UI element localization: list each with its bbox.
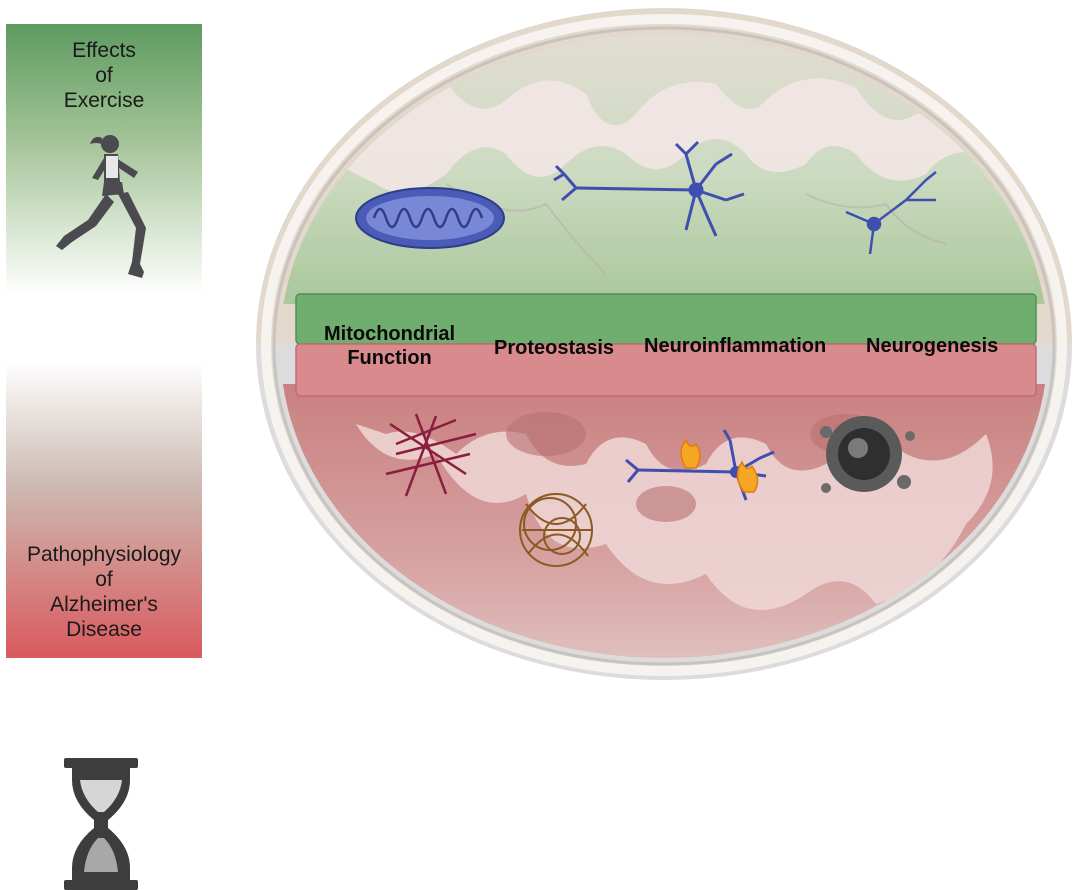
band-bottom xyxy=(295,343,1037,397)
new-neuron-icon xyxy=(845,171,937,255)
alzheimers-label-line-4: Disease xyxy=(66,618,142,641)
exercise-label-line-3: Exercise xyxy=(63,89,145,112)
neuron-icon xyxy=(553,140,745,237)
dead-cell-icon xyxy=(820,416,915,493)
alzheimers-label-line-1: Pathophysiology xyxy=(26,543,182,566)
alzheimers-panel-label: Pathophysiology of Alzheimer's Disease xyxy=(6,542,202,642)
exercise-label-line-1: Effects xyxy=(72,39,136,62)
tau-tangles-icon xyxy=(519,493,593,567)
amyloid-fibrils-icon xyxy=(385,413,477,497)
band-label-proteostasis: Proteostasis xyxy=(494,337,615,359)
band-label-neurogenesis: Neurogenesis xyxy=(866,335,999,357)
band-label-mitochondrial-function: Mitochondrial Function xyxy=(324,322,455,370)
band-label-mitochondrial-line-1: Mitochondrial xyxy=(324,323,456,345)
inflamed-neuron-icon xyxy=(625,429,775,501)
upper-gyri xyxy=(336,78,996,192)
mitochondrion-icon xyxy=(355,187,505,249)
exercise-panel: Effects of Exercise xyxy=(6,24,202,296)
exercise-label-line-2: of xyxy=(95,64,113,87)
alzheimers-label-line-3: Alzheimer's xyxy=(50,593,158,616)
alzheimers-label-line-2: of xyxy=(95,568,113,591)
exercise-panel-label: Effects of Exercise xyxy=(6,38,202,113)
band-label-neuroinflammation: Neuroinflammation xyxy=(644,335,827,357)
runner-icon xyxy=(56,135,146,278)
hourglass-icon xyxy=(64,758,138,890)
alzheimers-panel: Pathophysiology of Alzheimer's Disease xyxy=(6,362,202,890)
brain-cross-section xyxy=(256,8,1072,680)
band-label-mitochondrial-line-2: Function xyxy=(347,347,432,369)
